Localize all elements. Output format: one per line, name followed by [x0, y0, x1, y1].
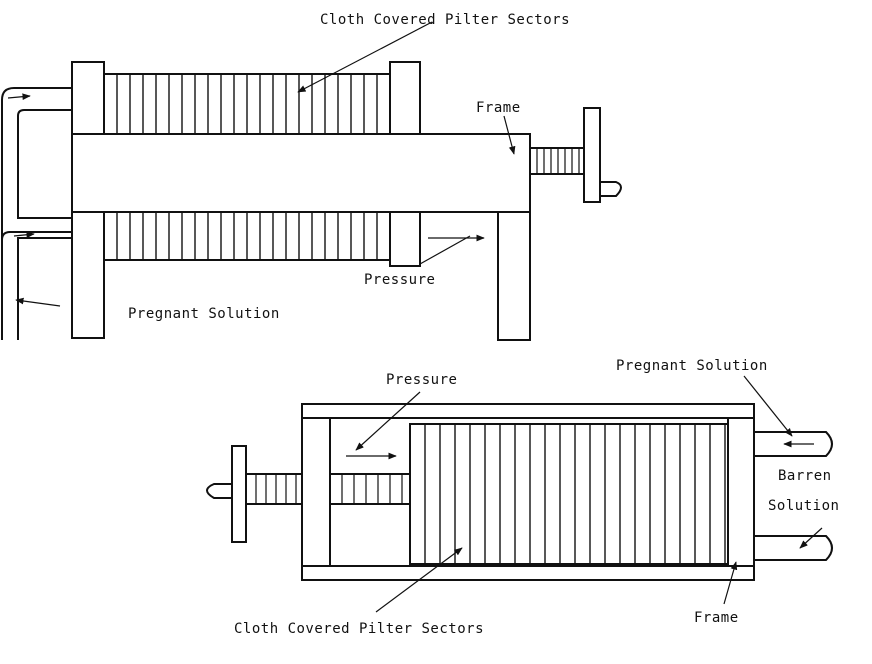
top-handle: [599, 181, 622, 197]
bottom-label-filter-sectors: Cloth Covered Pilter Sectors: [234, 621, 484, 637]
bottom-sector-lines: [424, 424, 726, 564]
bottom-handwheel: [231, 445, 247, 543]
bottom-label-pressure: Pressure: [386, 372, 457, 388]
bottom-handle: [206, 483, 233, 499]
top-label-pressure: Pressure: [364, 272, 435, 288]
bottom-head-plate: [727, 417, 755, 567]
bottom-screw-threads: [255, 474, 403, 504]
top-frame-beam: [71, 133, 531, 213]
bottom-label-solution: Solution: [768, 498, 839, 514]
top-label-pregnant: Pregnant Solution: [128, 306, 280, 322]
top-handwheel: [583, 107, 601, 203]
top-filter-press: Cloth Covered Pilter Sectors Frame Press…: [1, 12, 622, 341]
top-inlet-pipes: [1, 87, 72, 340]
bottom-screw-outer: [245, 473, 303, 505]
bottom-screw-inner: [329, 473, 411, 505]
bottom-pipe-lower: [753, 535, 833, 561]
top-frame-leg: [497, 211, 531, 341]
top-lower-sector-lines: [116, 212, 378, 260]
bottom-follower-plate: [301, 417, 331, 567]
top-label-filter-sectors: Cloth Covered Pilter Sectors: [320, 12, 570, 28]
top-follower-plate-upper: [389, 61, 421, 137]
top-screw: [529, 147, 585, 175]
top-label-frame: Frame: [476, 100, 521, 116]
bottom-filter-press: Pressure Pregnant Solution Barren Soluti…: [206, 358, 839, 637]
top-screw-threads: [536, 148, 580, 174]
bottom-label-barren: Barren: [778, 468, 832, 484]
bottom-label-pregnant: Pregnant Solution: [616, 358, 768, 374]
top-follower-plate-lower: [389, 211, 421, 267]
top-upper-sector-lines: [116, 74, 378, 134]
bottom-label-frame: Frame: [694, 610, 739, 626]
